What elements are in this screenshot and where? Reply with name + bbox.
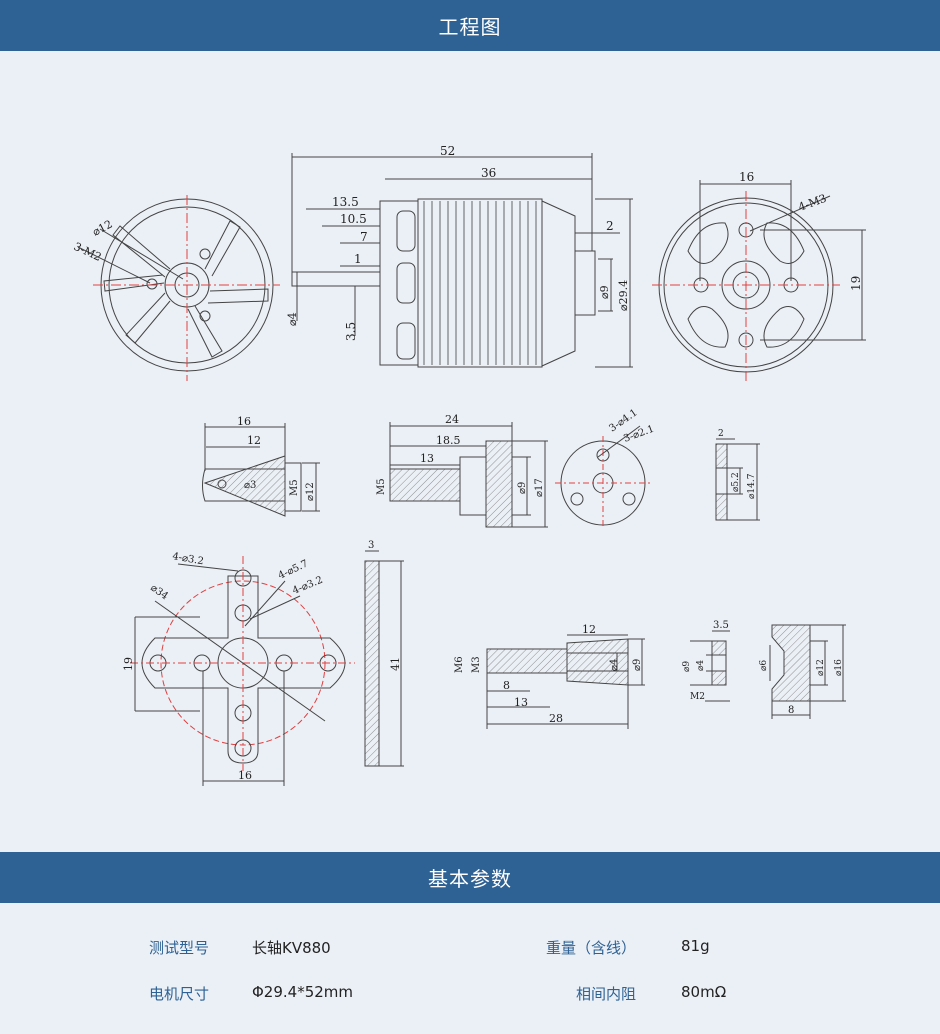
cross-mount-side <box>364 550 404 767</box>
motor-front-view <box>77 195 280 381</box>
label-b4: ⌀4 <box>696 660 706 671</box>
params-section-header: 基本参数 <box>0 852 940 903</box>
label-w2: 2 <box>718 429 724 439</box>
label-c12: ⌀12 <box>816 659 826 676</box>
param-value: 81g <box>681 937 710 955</box>
label-36: 36 <box>481 166 496 180</box>
prop-cone-part <box>202 423 320 517</box>
mount-disc-part <box>555 425 650 529</box>
label-x34: ⌀34 <box>148 582 170 602</box>
params-table: 测试型号 长轴KV880 重量（含线） 81g 电机尺寸 Φ29.4*52mm … <box>0 903 940 1033</box>
param-value: 80mΩ <box>681 983 727 1001</box>
param-row: 电机尺寸 Φ29.4*52mm 相间内阻 80mΩ <box>0 983 940 1007</box>
label-x432: 4-⌀3.2 <box>171 551 204 567</box>
label-4-m3: 4-M3 <box>797 192 829 214</box>
washer-part <box>715 438 760 521</box>
label-x457: 4-⌀5.7 <box>277 558 310 581</box>
param-key: 电机尺寸 <box>149 985 210 1003</box>
long-shaft-part <box>486 634 645 729</box>
drawing-section-header: 工程图 <box>0 0 940 51</box>
label-s9: ⌀9 <box>517 482 528 494</box>
label-d29-4: ⌀29.4 <box>617 280 630 311</box>
label-16: 16 <box>739 170 754 184</box>
param-value: Φ29.4*52mm <box>252 983 354 1001</box>
label-phi3: ⌀3 <box>244 480 256 491</box>
label-c8: 8 <box>788 705 794 716</box>
label-t41: 41 <box>389 657 402 671</box>
label-x19: 19 <box>122 657 135 671</box>
param-row: 测试型号 长轴KV880 重量（含线） 81g <box>0 937 940 961</box>
label-a-m6: M6 <box>454 656 465 673</box>
label-1: 1 <box>354 252 362 266</box>
label-s-m5: M5 <box>376 478 387 495</box>
label-13-5: 13.5 <box>332 195 359 209</box>
label-a28: 28 <box>549 712 563 725</box>
label-b35: 3.5 <box>713 620 729 631</box>
label-s18-5: 18.5 <box>436 434 461 447</box>
label-w147: ⌀14.7 <box>747 473 757 499</box>
label-10-5: 10.5 <box>340 212 367 226</box>
label-x16: 16 <box>238 769 252 782</box>
label-p16: 16 <box>237 415 251 428</box>
engineering-drawing: ⌀12 3-M2 52 36 1 <box>0 51 940 852</box>
param-key: 测试型号 <box>149 939 210 957</box>
label-d4: ⌀4 <box>286 312 299 326</box>
shaft-adapter-part <box>389 422 548 528</box>
label-a-m3: M3 <box>471 656 482 673</box>
label-c6: ⌀6 <box>759 660 769 671</box>
param-value: 长轴KV880 <box>252 939 331 957</box>
label-p12: 12 <box>247 434 261 447</box>
param-key: 重量（含线） <box>545 939 636 957</box>
label-2: 2 <box>606 219 614 233</box>
label-19: 19 <box>849 276 863 291</box>
label-a12: 12 <box>582 623 596 636</box>
label-a9: ⌀9 <box>632 659 643 671</box>
small-nut-part <box>690 630 730 702</box>
label-d9: ⌀9 <box>598 285 611 299</box>
label-c16: ⌀16 <box>834 659 844 676</box>
label-s17: ⌀17 <box>534 478 545 497</box>
label-t3: 3 <box>368 540 374 551</box>
engineering-drawing-svg: ⌀12 3-M2 52 36 1 <box>72 144 866 786</box>
param-key: 相间内阻 <box>575 985 636 1003</box>
motor-side-view <box>291 153 633 368</box>
cone-nut-part <box>769 624 846 719</box>
label-3-5: 3.5 <box>344 322 358 341</box>
params-section-title: 基本参数 <box>428 867 512 891</box>
label-b9: ⌀9 <box>682 661 692 672</box>
drawing-section-title: 工程图 <box>438 15 502 39</box>
label-a13: 13 <box>514 696 528 709</box>
label-m5: M5 <box>289 479 300 496</box>
label-52: 52 <box>440 144 455 158</box>
label-s13: 13 <box>420 452 434 465</box>
label-b-m2: M2 <box>690 692 705 702</box>
motor-rear-view <box>652 180 866 381</box>
label-7: 7 <box>360 230 368 244</box>
label-x432b: 4-⌀3.2 <box>291 575 324 597</box>
label-a4: ⌀4 <box>609 659 620 671</box>
label-s24: 24 <box>445 413 459 426</box>
cross-mount-part <box>130 556 355 786</box>
label-3-m2: 3-M2 <box>72 240 104 264</box>
label-w52: ⌀5.2 <box>731 472 741 492</box>
label-a8: 8 <box>503 679 510 692</box>
label-phi12b: ⌀12 <box>305 482 316 501</box>
